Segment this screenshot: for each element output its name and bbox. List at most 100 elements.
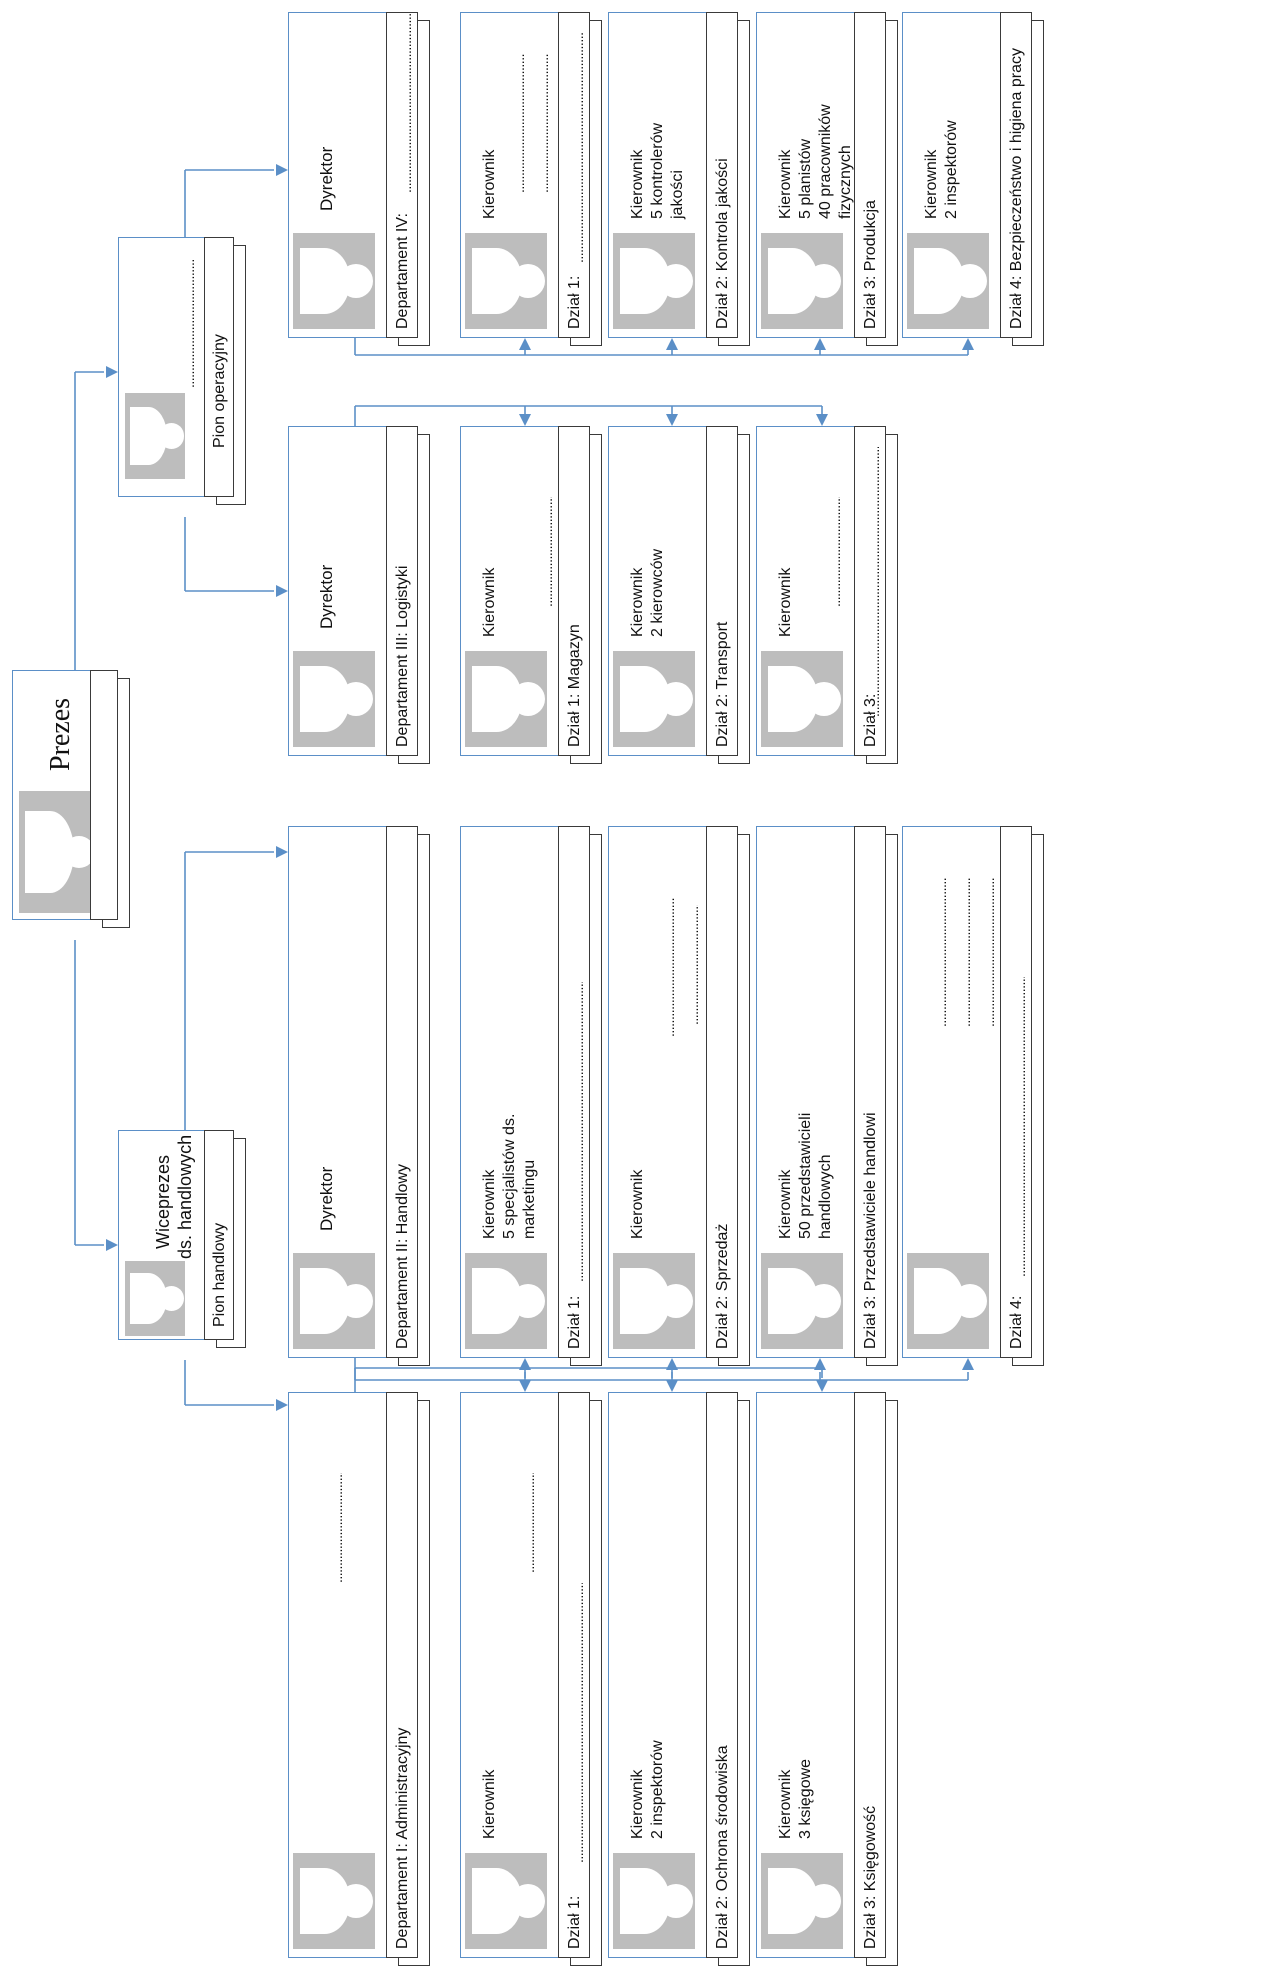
silhouette-head	[806, 263, 842, 299]
dep3-unit3-photo	[761, 651, 843, 747]
pion-handlowy-photo	[125, 1261, 185, 1336]
dep4-unit3-photo	[761, 233, 843, 329]
dep4-unit3-label: Dział 3: Produkcja	[862, 200, 879, 329]
dep1-unit1-placeholder-0: ........................................…	[521, 1473, 537, 1573]
vice-president-subtitle: ds. handlowych	[175, 1134, 195, 1259]
dep3-unit3-line1: Kierownik	[777, 567, 794, 637]
arrow-dep4-unit2	[666, 338, 678, 350]
dep3-unit2-line2: 2 kierowców	[649, 548, 666, 637]
dep2-unit2-placeholder-0: ........................................…	[661, 897, 677, 1037]
dep2-unit1-photo	[465, 1253, 547, 1349]
dep3-unit1-label: Dział 1: Magazyn	[566, 624, 583, 747]
prezes-photo	[19, 791, 97, 913]
dep2-unit4-placeholder-2: ........................................…	[981, 877, 997, 1027]
dep3-card-director: Dyrektor	[317, 564, 336, 629]
dep4-unit1-line1: Kierownik	[481, 149, 498, 219]
dep3-card-photo	[293, 651, 375, 747]
dep3-unit1: Kierownik...............................…	[460, 426, 634, 776]
arrow-to-dep3	[276, 585, 288, 597]
dep2-unit3-line2: 50 przedstawicieli	[797, 1112, 814, 1239]
dep4-unit3-line3: 40 pracowników	[817, 104, 834, 219]
silhouette-head	[952, 263, 988, 299]
dep3-unit3: Kierownik...............................…	[756, 426, 930, 776]
dep3-unit1-body: Kierownik...............................…	[460, 426, 572, 756]
dep2-unit1-line1: Kierownik	[481, 1169, 498, 1239]
dep3-unit2-photo	[613, 651, 695, 747]
dep4-card-director: Dyrektor	[317, 146, 336, 211]
prezes-card-body: Prezes	[12, 670, 104, 920]
dep4-unit2-label-strip: Dział 2: Kontrola jakości	[706, 12, 738, 338]
arrow-dep3-unit1	[519, 414, 531, 426]
dep2-unit4-label: Dział 4:	[1008, 1295, 1025, 1349]
arrow-to-dep1	[276, 1399, 288, 1411]
dep1-unit1-line1: Kierownik	[481, 1769, 498, 1839]
dep4-unit2-line3: jakości	[669, 170, 686, 219]
silhouette-head	[510, 1283, 546, 1319]
dep2-card-label: Departament II: Handlowy	[394, 1164, 411, 1349]
dep1-unit2-label-strip: Dział 2: Ochrona środowiska	[706, 1392, 738, 1958]
dep2-unit2-placeholder-1: ........................................…	[685, 905, 701, 1025]
arrow-to-dep2	[276, 846, 288, 858]
dep2-unit2-label: Dział 2: Sprzedaż	[714, 1223, 731, 1349]
dep3-unit2-label-strip: Dział 2: Transport	[706, 426, 738, 756]
dep2-unit3-label-strip: Dział 3: Przedstawiciele handlowi	[854, 826, 886, 1358]
silhouette-head	[658, 263, 694, 299]
vice-president-title: Wiceprezes	[153, 1154, 173, 1249]
silhouette-head	[510, 263, 546, 299]
pion-operacyjny-photo	[125, 393, 185, 479]
dep4-unit4-label: Dział 4: Bezpieczeństwo i higiena pracy	[1008, 47, 1025, 329]
dep3-card-label-strip: Departament III: Logistyki	[386, 426, 418, 756]
pion-operacyjny-card-label-strip: Pion operacyjny	[204, 237, 234, 497]
dep2-unit2-line1: Kierownik	[629, 1169, 646, 1239]
dep4-unit1: Kierownik...............................…	[460, 12, 634, 358]
dep2-unit4: ........................................…	[902, 826, 1076, 1378]
dep4-unit2-line1: Kierownik	[629, 149, 646, 219]
dep1-card-label-strip: Departament I: Administracyjny	[386, 1392, 418, 1958]
dep2-card-label-strip: Departament II: Handlowy	[386, 826, 418, 1358]
dep4-card-label-placeholder: ........................................…	[398, 13, 414, 193]
dep4-unit4-label-strip: Dział 4: Bezpieczeństwo i higiena pracy	[1000, 12, 1032, 338]
dep3-unit1-label-strip: Dział 1: Magazyn	[558, 426, 590, 756]
dep2-unit2-body: Kierownik...............................…	[608, 826, 720, 1358]
dep4-card: Dyrektor Departament IV:.................…	[288, 12, 462, 358]
dep4-unit3-line2: 5 planistów	[797, 138, 814, 219]
dep1-card: ........................................…	[288, 1392, 462, 1966]
dep3-unit3-placeholder-0: ........................................…	[827, 497, 843, 607]
dep3-unit2-label: Dział 2: Transport	[714, 621, 731, 747]
dep3-unit3-label-strip: Dział 3:................................…	[854, 426, 886, 756]
dep4-unit2-label: Dział 2: Kontrola jakości	[714, 158, 731, 329]
arrow-dep4-unit3	[814, 338, 826, 350]
pion-operacyjny-card: ........................................…	[118, 237, 278, 517]
dep1-unit2-line1: Kierownik	[629, 1769, 646, 1839]
dep1-unit1: Kierownik...............................…	[460, 1392, 634, 1966]
arrow-dep3-unit2	[666, 414, 678, 426]
prezes-title: Prezes	[45, 697, 76, 771]
dep2-unit4-label-strip: Dział 4:................................…	[1000, 826, 1032, 1358]
dep2-unit4-body: ........................................…	[902, 826, 1014, 1358]
dep1-unit2-label: Dział 2: Ochrona środowiska	[714, 1745, 731, 1949]
dep1-unit2-line2: 2 inspektorów	[649, 1740, 666, 1839]
dep1-unit2-photo	[613, 1853, 695, 1949]
silhouette-head	[806, 1283, 842, 1319]
dep4-card-label-strip: Departament IV:.........................…	[386, 12, 418, 338]
dep1-card-photo	[293, 1853, 375, 1949]
dep2-unit4-label-placeholder: ........................................…	[1012, 977, 1028, 1277]
dep4-unit1-photo	[465, 233, 547, 329]
dep1-unit1-body: Kierownik...............................…	[460, 1392, 572, 1958]
silhouette-head	[806, 681, 842, 717]
dep1-unit1-photo	[465, 1853, 547, 1949]
dep4-unit4-photo	[907, 233, 989, 329]
dep4-unit3-line1: Kierownik	[777, 149, 794, 219]
